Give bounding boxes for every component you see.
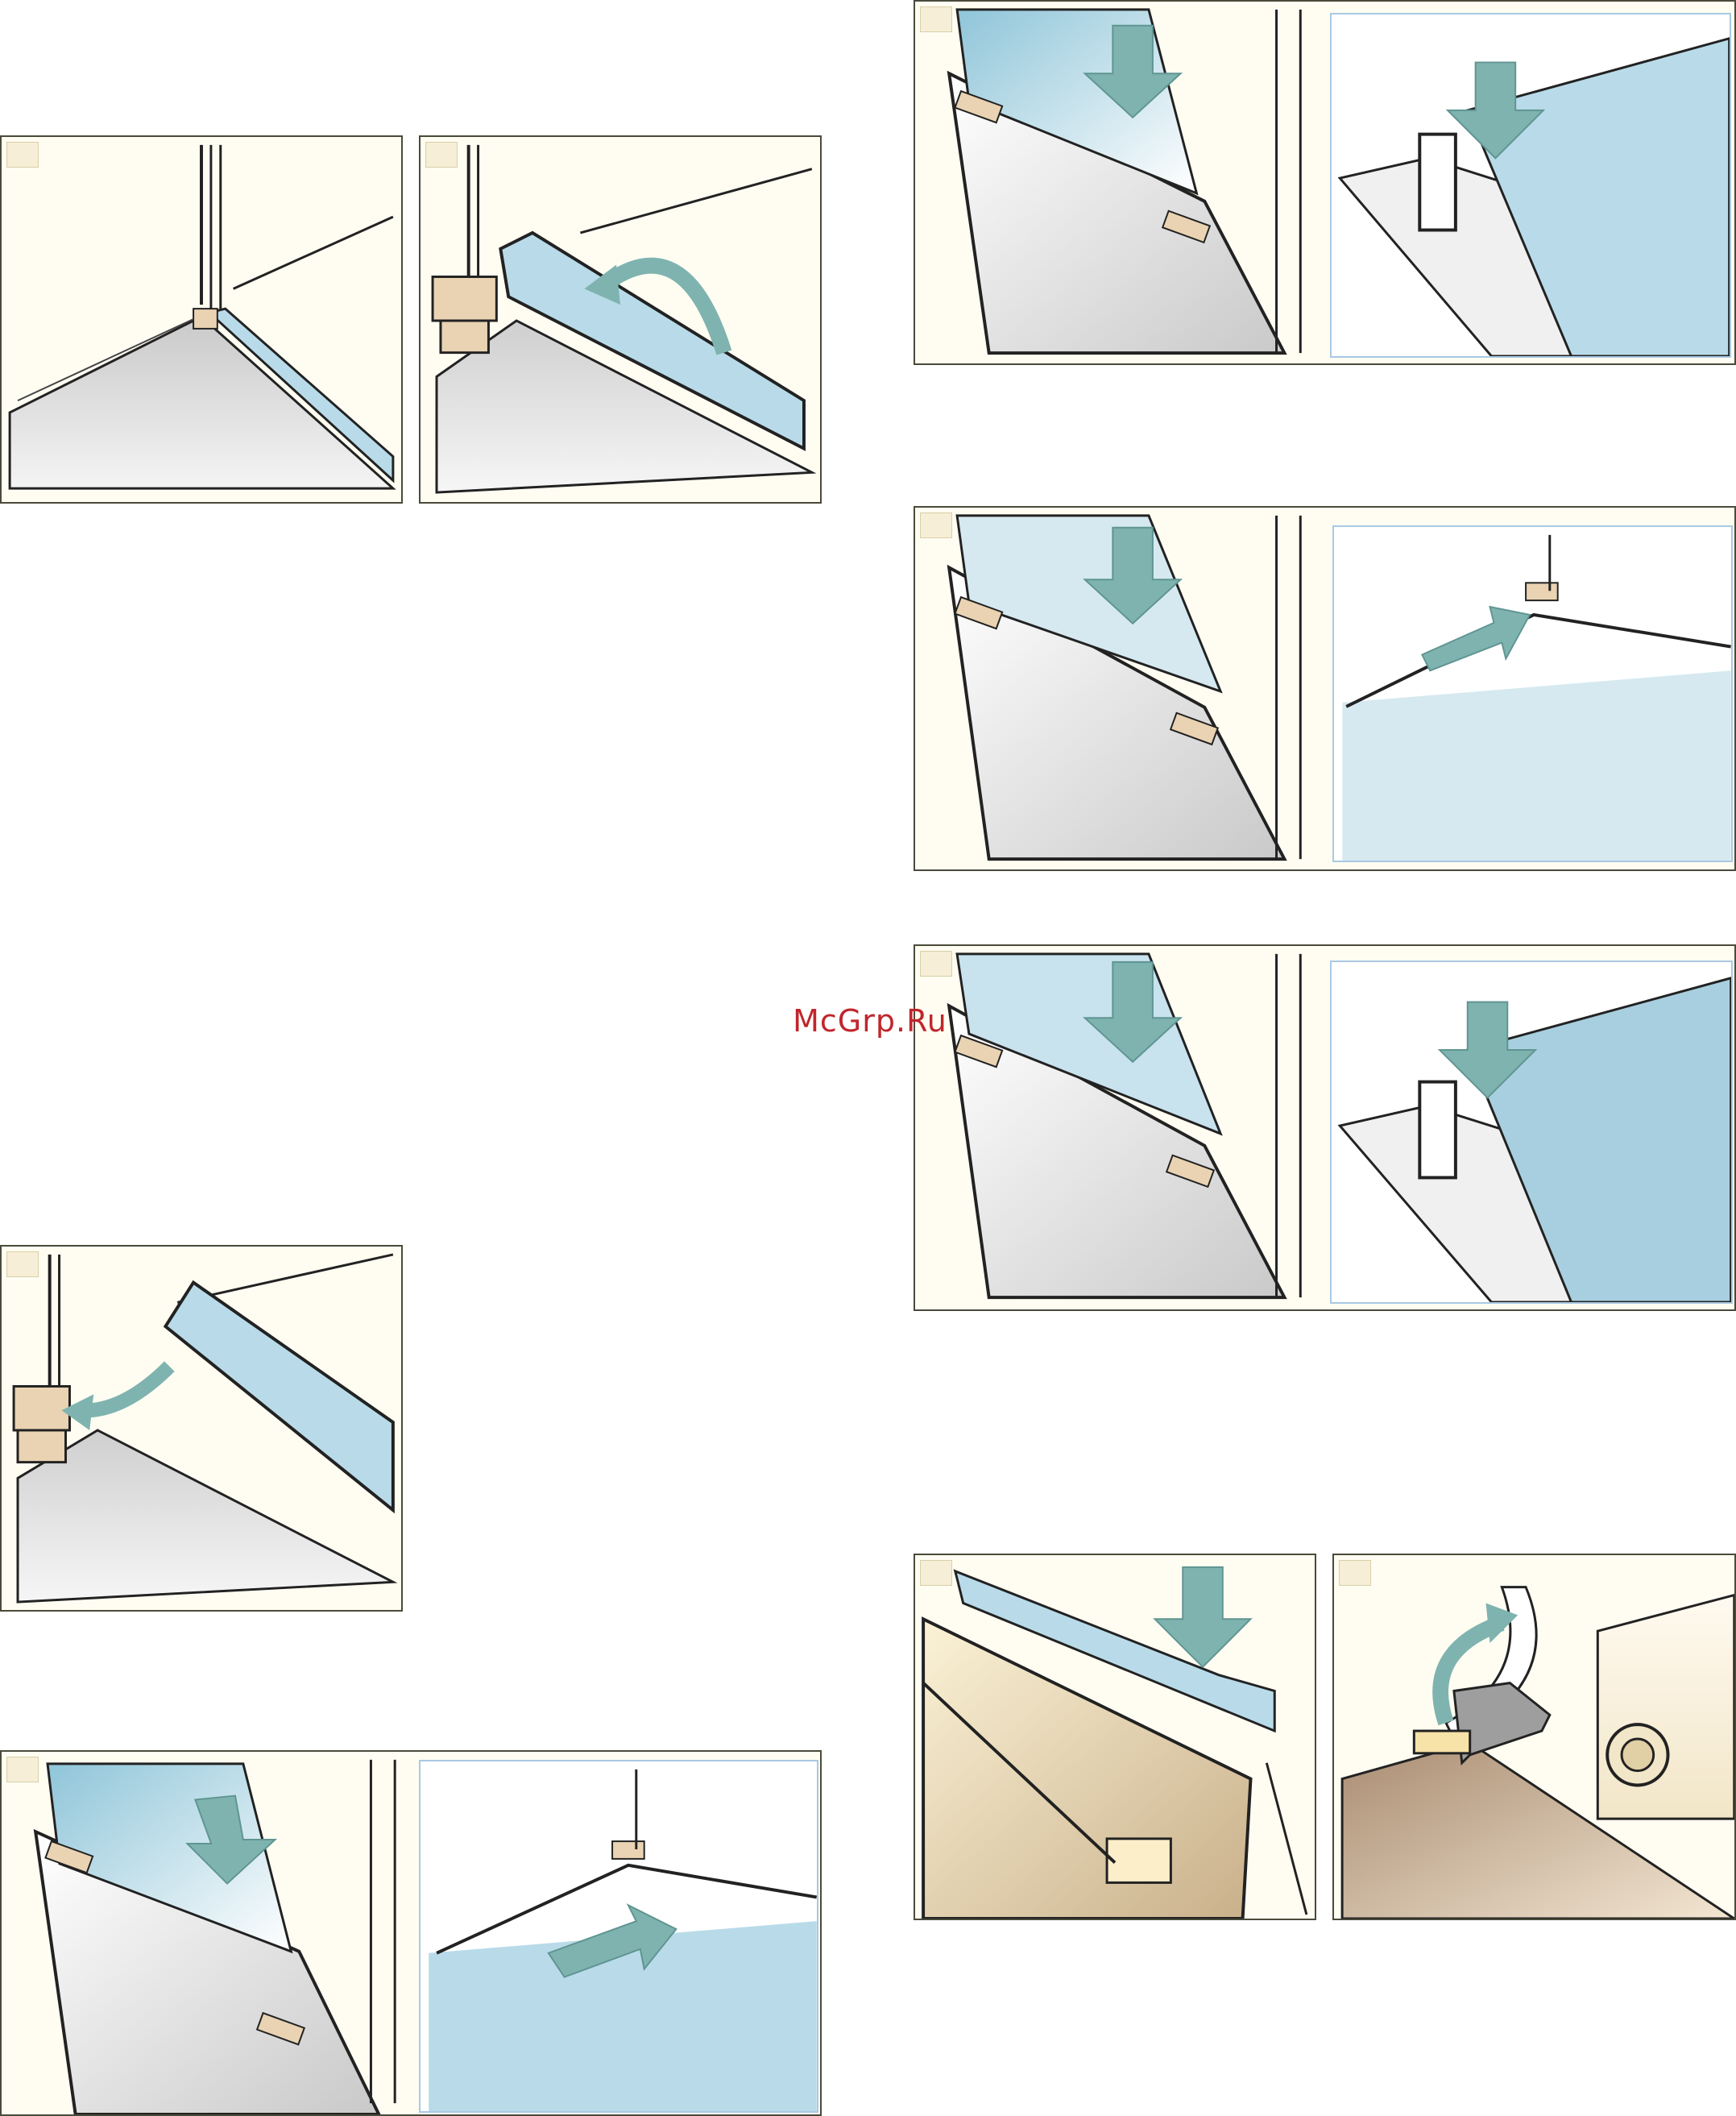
panel-oven-corner-hinge <box>0 135 403 504</box>
panel-insert-glass-cover <box>0 1245 403 1612</box>
panel-lower-glass-pane-lower <box>914 944 1736 1311</box>
glass-clip-detail-icon <box>1332 15 1730 356</box>
panel-lift-glass-cover <box>419 135 822 504</box>
detail-inset <box>1332 525 1733 862</box>
detail-inset <box>419 1760 818 2113</box>
panel-slide-glass-pane-middle <box>914 506 1736 871</box>
watermark: McGrp.Ru <box>789 1003 951 1039</box>
glass-slide-detail-icon <box>1334 527 1731 861</box>
glass-slide-detail-icon <box>421 1761 817 2111</box>
detail-inset <box>1330 960 1733 1304</box>
curved-arrow-icon <box>1334 1555 1734 1919</box>
panel-press-door-strip <box>914 1554 1316 1920</box>
panel-lower-glass-pane-top <box>914 0 1736 365</box>
oven-corner-icon <box>2 137 401 502</box>
glass-clip-detail-icon <box>1332 962 1731 1302</box>
detail-inset <box>1330 13 1731 358</box>
curved-arrow-icon <box>421 137 820 502</box>
down-arrow-icon <box>915 1555 1315 1919</box>
curved-arrow-icon <box>2 1247 401 1610</box>
panel-slide-glass-pane-bottom <box>0 1750 822 2116</box>
panel-flip-hinge-lever <box>1332 1554 1736 1920</box>
